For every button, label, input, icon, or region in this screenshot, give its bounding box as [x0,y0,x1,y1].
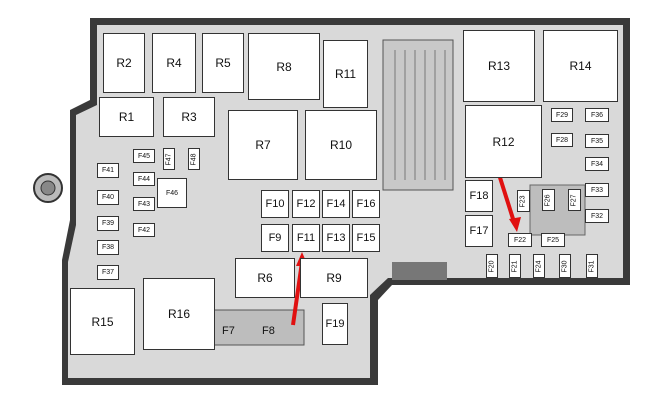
fuse-f38: F38 [97,240,119,255]
fuse-f48-label: F48 [190,152,198,166]
fuse-f10: F10 [261,190,289,218]
fuse-f47: F47 [163,148,175,170]
fuse-f17: F17 [465,215,493,247]
fuse-f21-label: F21 [511,259,519,273]
fuse-f26-label: F26 [545,193,552,207]
relay-r8: R8 [248,33,320,100]
relay-r1: R1 [99,97,154,137]
fuse-f25: F25 [541,233,565,247]
fuse-f21: F21 [509,254,521,278]
fuse-f13: F13 [322,224,350,252]
fuse-f47-label: F47 [165,152,173,166]
fuse-f26: F26 [542,189,555,211]
fuse-f44: F44 [133,172,155,186]
relay-r5: R5 [202,33,244,93]
relay-r10: R10 [305,110,377,180]
relay-r9: R9 [300,258,368,298]
fuse-f19: F19 [322,303,348,345]
fuse-f43: F43 [133,197,155,211]
fuse-f31-label: F31 [588,259,596,273]
fuse-f28: F28 [551,133,573,147]
fuse-f20-label: F20 [488,259,496,273]
fuse-f42: F42 [133,223,155,237]
fuse-f37: F37 [97,265,119,280]
fuse-f16: F16 [352,190,380,218]
fuse-f36: F36 [585,108,609,122]
relay-r14: R14 [543,30,618,102]
fuse-f33: F33 [585,183,609,197]
fuse-f27: F27 [568,189,581,211]
fuse-f45: F45 [133,149,155,163]
fuse-f12: F12 [292,190,320,218]
relay-r15: R15 [70,288,135,355]
fuse-f23: F23 [517,190,530,212]
fuse-f30: F30 [559,254,571,278]
fuse-f39: F39 [97,216,119,231]
fuse-f32: F32 [585,209,609,223]
relay-r7: R7 [228,110,298,180]
fuse-f24: F24 [533,254,545,278]
fuse-f31: F31 [586,254,598,278]
fuse-f11: F11 [292,224,320,252]
fuse-f7: F7 [222,325,235,337]
fuse-f41: F41 [97,163,119,178]
relay-r4: R4 [152,33,196,93]
fuse-f23-label: F23 [520,194,527,208]
fuse-f15: F15 [352,224,380,252]
relay-r6: R6 [235,258,295,298]
fuse-f18: F18 [465,180,493,212]
fuse-f20: F20 [486,254,498,278]
fuse-f24-label: F24 [535,259,543,273]
fuse-f34: F34 [585,157,609,171]
fuse-f8: F8 [262,325,275,337]
fuse-f22: F22 [508,233,532,247]
relay-r2: R2 [103,33,145,93]
fuse-f29: F29 [551,108,573,122]
fuse-f30-label: F30 [561,259,569,273]
fuse-f46: F46 [157,178,187,208]
relay-r11: R11 [323,40,368,108]
fuse-f35: F35 [585,134,609,148]
fuse-f48: F48 [188,148,200,170]
relay-r13: R13 [463,30,535,102]
fuse-f40: F40 [97,190,119,205]
fuse-f27-label: F27 [571,193,578,207]
relay-r3: R3 [163,97,215,137]
relay-r12: R12 [465,105,542,178]
relay-r16: R16 [143,278,215,350]
fuse-f14: F14 [322,190,350,218]
fuse-f9: F9 [261,224,289,252]
